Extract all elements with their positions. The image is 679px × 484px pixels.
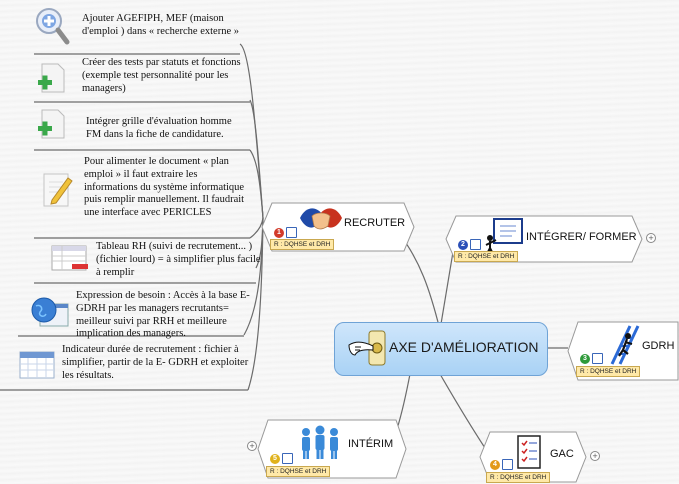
hand-doorbell-icon [348, 330, 386, 366]
responsible-tag: R : DQHSE et DRH [576, 366, 641, 377]
globe-window-icon [31, 297, 69, 327]
note-3-text: Intégrer grille d'évaluation homme FM da… [86, 116, 232, 140]
people-group-icon [302, 425, 338, 459]
task-checkbox[interactable] [470, 239, 481, 250]
task-checkbox[interactable] [592, 353, 603, 364]
add-document-icon [38, 63, 65, 93]
note-4[interactable]: Pour alimenter le document « plan emploi… [34, 152, 250, 236]
edit-document-icon [43, 173, 73, 207]
branch-recruter-label: RECRUTER [344, 217, 406, 229]
note-7-text: Indicateur durée de recrutement : fichie… [62, 344, 249, 381]
note-3[interactable]: Intégrer grille d'évaluation homme FM da… [34, 104, 250, 148]
note-2[interactable]: Créer des tests par statuts et fonctions… [34, 54, 250, 102]
note-6[interactable]: Expression de besoin : Accès à la base E… [30, 286, 256, 339]
magnifier-add-icon [36, 8, 70, 45]
priority-badge: 2 [458, 240, 468, 250]
responsible-tag: R : DQHSE et DRH [454, 251, 519, 262]
calendar-icon [19, 351, 55, 379]
expand-button[interactable]: + [590, 451, 600, 461]
link-note-3 [249, 149, 264, 219]
note-5[interactable]: Tableau RH (suivi de recrutement... ) (f… [50, 240, 261, 282]
add-document-icon [38, 109, 65, 139]
central-topic-label: AXE D'AMÉLIORATION [389, 339, 539, 355]
link-note-7 [247, 217, 264, 391]
branch-recruter[interactable]: RECRUTER 1 R : DQHSE et DRH [261, 202, 415, 252]
note-7[interactable]: Indicateur durée de recrutement : fichie… [14, 340, 250, 390]
branch-gac-label: GAC [550, 448, 574, 460]
note-1[interactable]: Ajouter AGEFIPH, MEF (maison d'emploi ) … [34, 4, 244, 52]
handshake-icon [300, 208, 342, 230]
task-checkbox[interactable] [502, 459, 513, 470]
link-center-gac [439, 373, 486, 449]
priority-badge: 1 [274, 228, 284, 238]
priority-badge: 3 [580, 354, 590, 364]
expand-button[interactable]: + [646, 233, 656, 243]
priority-badge: 4 [490, 460, 500, 470]
note-5-text: Tableau RH (suivi de recrutement... ) (f… [96, 241, 261, 278]
note-2-text: Créer des tests par statuts et fonctions… [82, 57, 241, 94]
branch-interim-label: INTÉRIM [348, 438, 394, 450]
central-topic[interactable]: AXE D'AMÉLIORATION [334, 322, 548, 376]
branch-gdrh[interactable]: GDRH 3 R : DQHSE et DRH [567, 321, 679, 381]
presentation-board-icon [485, 218, 523, 253]
task-checkbox[interactable] [282, 453, 293, 464]
responsible-tag: R : DQHSE et DRH [270, 239, 335, 250]
branch-interim[interactable]: INTÉRIM 5 R : DQHSE et DRH [257, 419, 407, 479]
spreadsheet-remove-icon [51, 245, 88, 271]
note-6-text: Expression de besoin : Accès à la base E… [76, 290, 250, 340]
ladder-climber-icon [610, 325, 640, 365]
responsible-tag: R : DQHSE et DRH [266, 466, 331, 477]
task-checkbox[interactable] [286, 227, 297, 238]
branch-gdrh-label: GDRH [642, 340, 675, 352]
priority-badge: 5 [270, 454, 280, 464]
note-1-text: Ajouter AGEFIPH, MEF (maison d'emploi ) … [82, 13, 239, 37]
expand-button[interactable]: + [247, 441, 257, 451]
note-4-text: Pour alimenter le document « plan emploi… [84, 156, 245, 219]
checklist-icon [517, 435, 541, 469]
branch-integrer-label: INTÉGRER/ FORMER [526, 231, 637, 243]
responsible-tag: R : DQHSE et DRH [486, 472, 551, 483]
branch-integrer[interactable]: INTÉGRER/ FORMER 2 R : DQHSE et DRH [445, 215, 643, 263]
branch-gac[interactable]: GAC 4 R : DQHSE et DRH [479, 431, 587, 483]
